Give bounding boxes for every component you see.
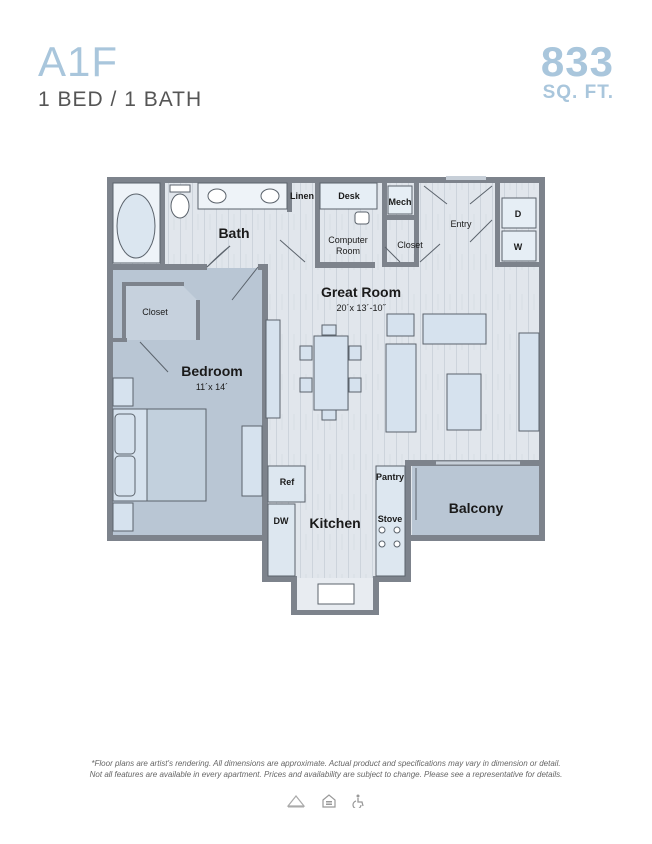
plan-type: 1 BED / 1 BATH <box>38 88 203 111</box>
equal-housing-icon <box>322 794 336 811</box>
balcony-label: Balcony <box>449 500 504 516</box>
great-room-dimensions: 20´x 13´-10˝ <box>336 303 386 313</box>
walls <box>107 177 545 615</box>
square-footage-unit: SQ. FT. <box>542 82 614 103</box>
great-room-furniture <box>265 313 540 433</box>
mech-unit <box>387 185 413 215</box>
room-labels: Bath Linen Desk Mech Computer Room Close… <box>142 191 523 531</box>
desk-chair <box>354 211 370 225</box>
bedroom-furniture <box>112 377 263 532</box>
dw-label: DW <box>274 516 289 526</box>
footer-logos <box>0 794 652 812</box>
balcony-floor <box>412 466 540 536</box>
bath-fixtures <box>112 182 288 264</box>
pantry-label: Pantry <box>376 472 404 482</box>
accessibility-icon <box>352 794 366 811</box>
bedroom-closet-floor <box>124 285 200 340</box>
property-logo-icon <box>286 794 306 811</box>
linen-label: Linen <box>290 191 314 201</box>
plan-name: A1F <box>38 38 119 85</box>
bedroom-closet-label: Closet <box>142 307 168 317</box>
desk-label: Desk <box>338 191 361 201</box>
bath-label: Bath <box>218 225 249 241</box>
disclaimer-line-2: Not all features are available in every … <box>89 770 563 779</box>
desk <box>319 182 378 210</box>
computer-room-label-2: Room <box>336 246 360 256</box>
door-swings <box>139 185 493 520</box>
dryer <box>501 197 537 229</box>
square-footage: 833 <box>540 38 614 85</box>
entry-label: Entry <box>450 219 472 229</box>
mech-label: Mech <box>388 197 411 207</box>
washer <box>501 230 537 262</box>
dryer-label: D <box>515 209 522 219</box>
disclaimer-line-1: *Floor plans are artist's rendering. All… <box>91 759 561 768</box>
stove-label: Stove <box>378 514 403 524</box>
bedroom-dimensions: 11´x 14´ <box>196 382 228 392</box>
kitchen-label: Kitchen <box>309 515 360 531</box>
bedroom-label: Bedroom <box>181 363 242 379</box>
great-room-label: Great Room <box>321 284 401 300</box>
kitchen-fixtures <box>267 465 406 605</box>
washer-label: W <box>514 242 523 252</box>
computer-room-label-1: Computer <box>328 235 368 245</box>
hall-closet-label: Closet <box>397 240 423 250</box>
ref-label: Ref <box>280 477 296 487</box>
